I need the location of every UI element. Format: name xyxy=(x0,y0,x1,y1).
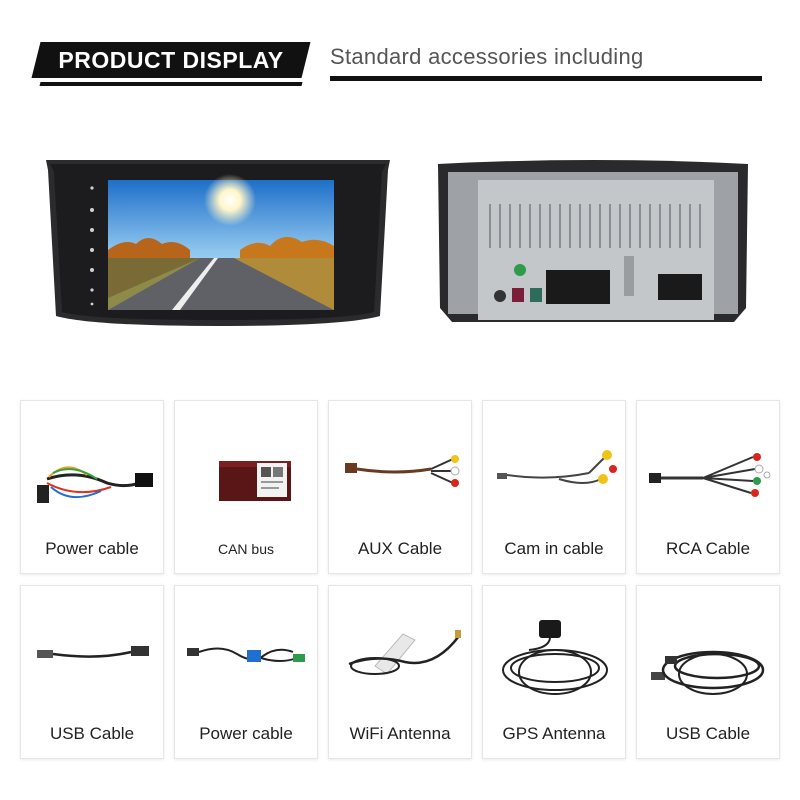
section-title: PRODUCT DISPLAY xyxy=(58,47,284,73)
accessory-card-rca-cable: RCA Cable xyxy=(636,400,780,574)
aux-cable-icon xyxy=(345,455,460,487)
accessory-card-usb-cable-2: USB Cable xyxy=(636,585,780,759)
accessory-label: GPS Antenna xyxy=(502,724,606,743)
section-subtitle: Standard accessories including xyxy=(330,44,644,69)
usb-cable-icon xyxy=(37,646,149,658)
accessory-label: USB Cable xyxy=(665,724,751,743)
accessory-card-wifi-antenna: WiFi Antenna xyxy=(328,585,472,759)
accessory-card-power-cable: Power cable xyxy=(20,400,164,574)
power-cable-icon xyxy=(37,466,153,503)
head-unit-back-image xyxy=(438,160,748,322)
accessory-label: RCA Cable xyxy=(665,539,751,558)
accessory-card-power-cable-2: Power cable xyxy=(174,585,318,759)
accessory-label: Power cable xyxy=(199,724,293,743)
cam-in-cable-icon xyxy=(497,450,617,484)
rca-cable-icon xyxy=(649,453,771,497)
usb-cable-icon xyxy=(651,650,765,695)
section-header-badge: PRODUCT DISPLAY xyxy=(31,42,311,86)
accessory-card-cam-in-cable: Cam in cable xyxy=(482,400,626,574)
head-unit-front-image xyxy=(46,160,390,326)
accessory-label: Cam in cable xyxy=(504,539,604,558)
power-cable-icon xyxy=(187,647,305,662)
wifi-antenna-icon xyxy=(348,630,461,675)
accessory-label: CAN bus xyxy=(217,541,275,557)
gps-antenna-icon xyxy=(502,620,608,695)
accessory-label: WiFi Antenna xyxy=(349,724,451,743)
accessory-label: USB Cable xyxy=(49,724,135,743)
subtitle-underline xyxy=(330,76,762,81)
accessory-card-aux-cable: AUX Cable xyxy=(328,400,472,574)
accessory-label: AUX Cable xyxy=(357,539,443,558)
accessory-label: Power cable xyxy=(45,539,139,558)
accessory-card-gps-antenna: GPS Antenna xyxy=(482,585,626,759)
accessory-card-can-bus: CAN bus xyxy=(174,400,318,574)
accessory-card-usb-cable: USB Cable xyxy=(20,585,164,759)
can-bus-icon xyxy=(219,461,291,501)
